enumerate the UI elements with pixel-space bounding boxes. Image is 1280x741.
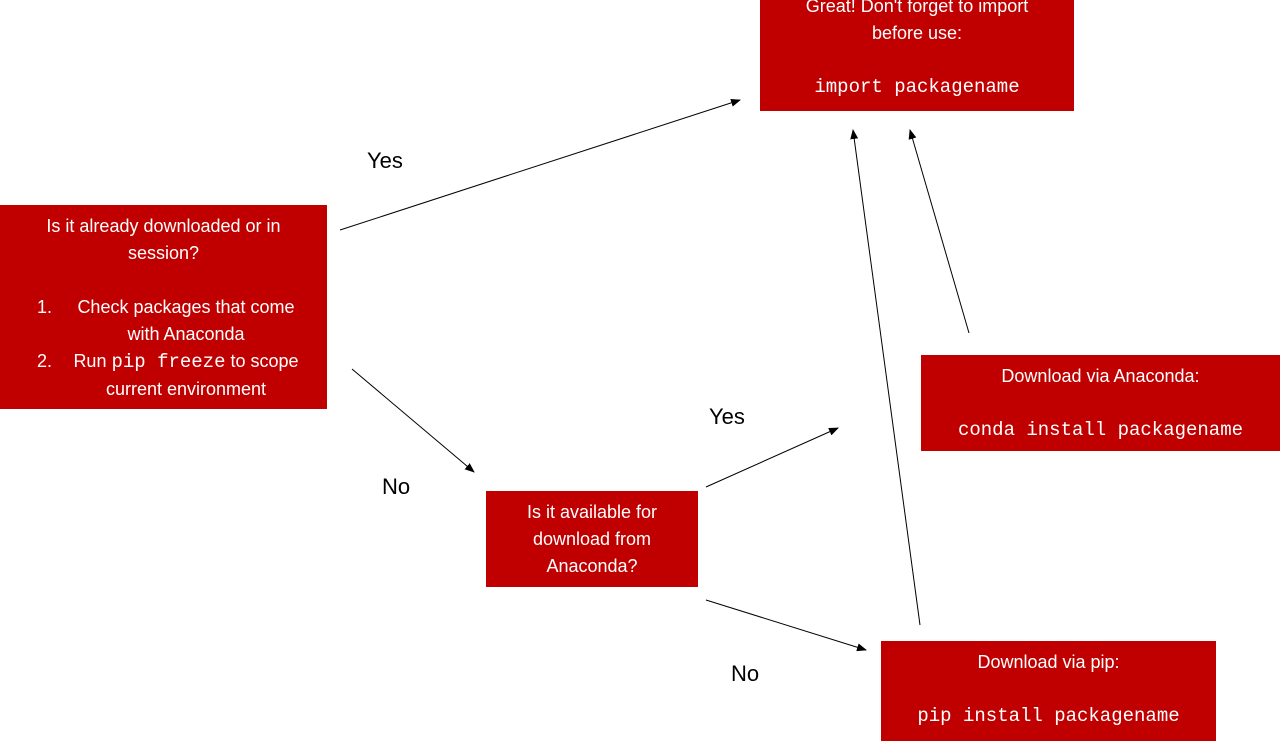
check-title: Is it already downloaded or in session?	[46, 216, 281, 263]
arrows	[339, 98, 970, 652]
arrow-pip-to-import	[850, 129, 921, 626]
import-line2: before use:	[871, 23, 963, 43]
check-box: Is it already downloaded or in session? …	[0, 205, 327, 409]
conda-title: Download via Anaconda:	[1001, 366, 1200, 386]
import-line1: Great! Don't forget to import	[805, 0, 1029, 16]
available-box: Is it available for download from Anacon…	[486, 491, 698, 587]
conda-code: conda install packagename	[957, 419, 1244, 441]
label-yes-mid: Yes	[709, 404, 745, 429]
check-item-text: Check packages that come with Anaconda	[77, 297, 295, 344]
check-item-num: 2.	[37, 351, 53, 371]
pip-box: Download via pip: pip install packagenam…	[881, 641, 1216, 741]
available-text: Is it available for download from Anacon…	[526, 502, 658, 576]
check-item-post: to scope current environment	[105, 351, 299, 399]
check-item-num: 1.	[37, 297, 53, 317]
conda-box: Download via Anaconda: conda install pac…	[921, 355, 1280, 451]
check-item-2: 2. Run pip freeze to scope current envir…	[15, 348, 312, 403]
label-no-left: No	[382, 474, 411, 499]
arrow-conda-to-import	[908, 129, 970, 334]
label-no-bottom: No	[731, 661, 760, 686]
arrow-available-to-conda	[705, 427, 839, 488]
arrow-check-to-available	[351, 368, 475, 473]
check-item-pre: Run	[73, 351, 112, 371]
arrow-check-to-import	[339, 98, 741, 231]
import-box: Great! Don't forget to import before use…	[760, 0, 1074, 111]
arrow-available-to-pip	[705, 599, 867, 652]
check-item-code: pip freeze	[111, 351, 226, 373]
check-item-1: 1. Check packages that come with Anacond…	[15, 294, 312, 348]
label-yes-top: Yes	[367, 148, 403, 173]
pip-title: Download via pip:	[977, 652, 1120, 672]
import-code: import packagename	[814, 76, 1020, 98]
pip-code: pip install packagename	[917, 705, 1180, 727]
